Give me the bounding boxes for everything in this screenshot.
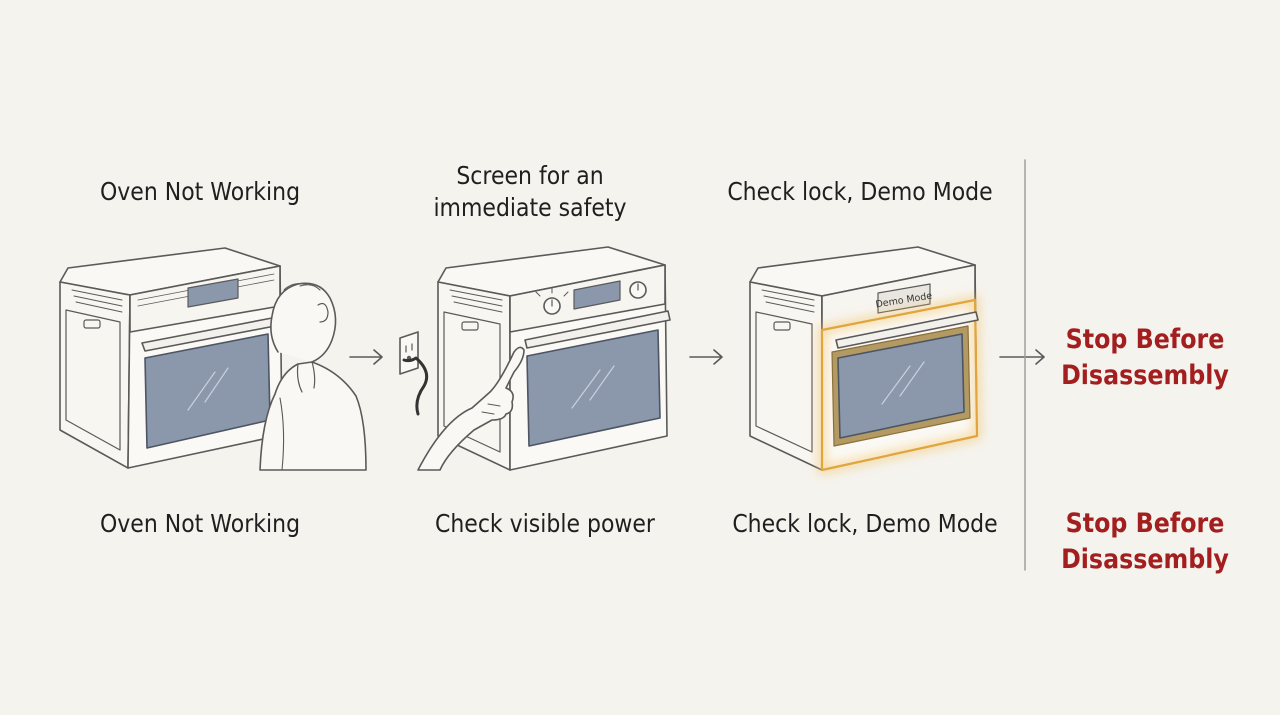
arrow-3 bbox=[999, 349, 1045, 365]
final-top-label-line2: Disassembly bbox=[1061, 360, 1229, 391]
door-highlight-outline bbox=[820, 298, 979, 472]
oven-illustration-1 bbox=[59, 247, 283, 469]
final-top-label: Stop Before Disassembly bbox=[1048, 322, 1242, 394]
step1-bottom-label: Oven Not Working bbox=[99, 509, 301, 538]
step3-bottom-label: Check lock, Demo Mode bbox=[732, 509, 998, 538]
step1-top-label: Oven Not Working bbox=[99, 177, 301, 206]
step2-top-label: Screen for an immediate safety bbox=[411, 160, 649, 224]
step2-top-label-line2: immediate safety bbox=[433, 193, 627, 222]
arrow-1 bbox=[349, 349, 383, 365]
final-bottom-label-line2: Disassembly bbox=[1061, 544, 1229, 575]
final-bottom-label-line1: Stop Before bbox=[1065, 508, 1225, 539]
step2-top-label-line1: Screen for an bbox=[456, 161, 604, 190]
final-top-label-line1: Stop Before bbox=[1065, 324, 1225, 355]
step3-top-label: Check lock, Demo Mode bbox=[727, 177, 993, 206]
step2-bottom-label: Check visible power bbox=[435, 509, 655, 538]
final-bottom-label: Stop Before Disassembly bbox=[1048, 506, 1242, 578]
person-illustration bbox=[259, 282, 367, 471]
oven-illustration-2 bbox=[437, 246, 671, 471]
pointing-hand-icon bbox=[417, 346, 525, 471]
wall-outlet-icon bbox=[399, 331, 429, 416]
oven-illustration-3: Demo Mode bbox=[749, 246, 982, 475]
arrow-2 bbox=[689, 349, 723, 365]
